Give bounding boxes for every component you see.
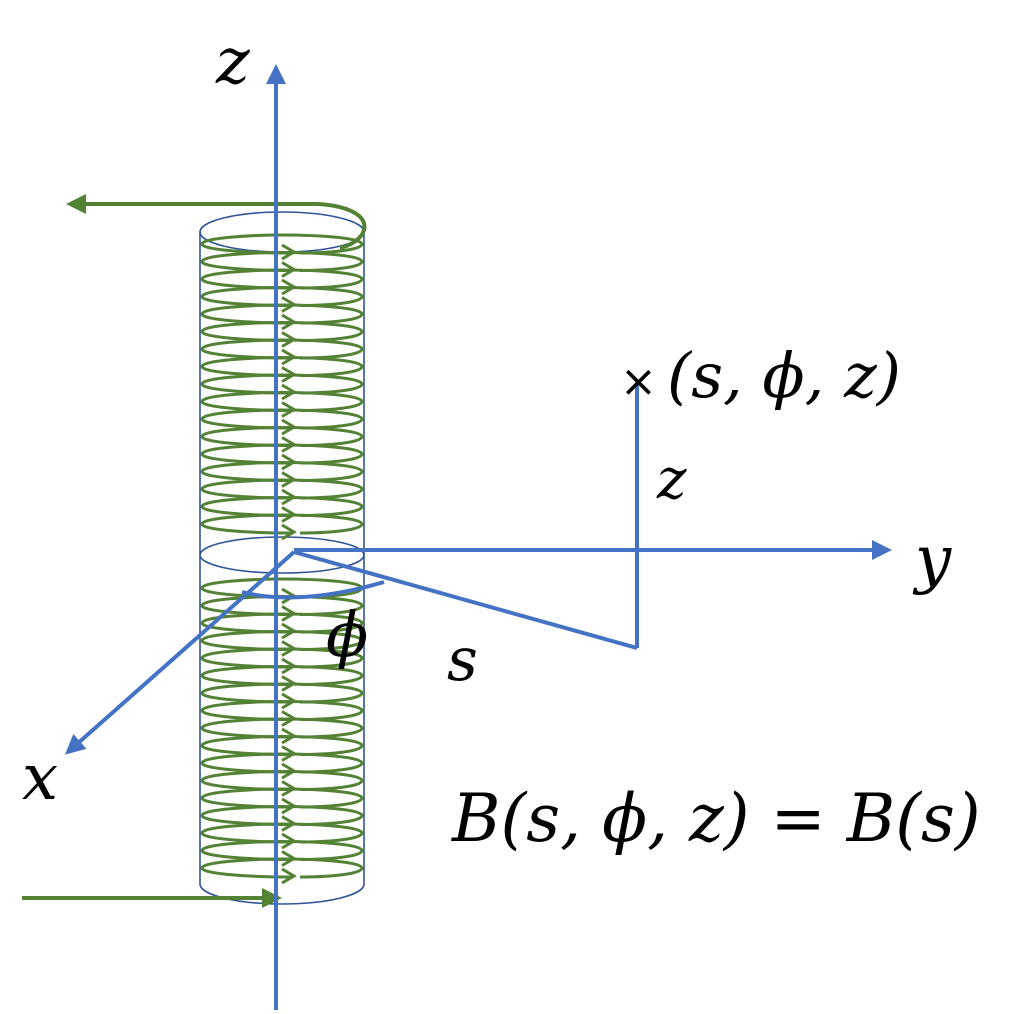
point-coordinates-label: (s, ϕ, z): [667, 339, 901, 412]
coil-turn: [200, 513, 364, 535]
coil-turn: [200, 408, 364, 430]
coil-turn: [200, 425, 364, 447]
coil-turn: [200, 495, 364, 517]
z-axis-label: z: [216, 25, 250, 99]
coil-turn: [200, 390, 364, 412]
coil-turn: [200, 839, 364, 861]
coil-turn: [200, 804, 364, 826]
s-distance-label: s: [447, 625, 478, 695]
coil-turn-arrow: [281, 867, 297, 885]
coil-turn: [200, 268, 364, 290]
coil-turn: [200, 664, 364, 686]
coil-turn: [200, 460, 364, 482]
coil-turn: [200, 373, 364, 395]
coil-turn: [200, 752, 364, 774]
y-axis-label: y: [915, 523, 952, 597]
coil-turn: [200, 285, 364, 307]
axes: [65, 64, 892, 1010]
phi-angle-arc: [241, 580, 385, 600]
coil-turn: [200, 320, 364, 342]
coil-turn-arrow: [281, 523, 297, 541]
coil-turn: [200, 478, 364, 500]
coil-turn: [200, 338, 364, 360]
x-axis-label: x: [22, 741, 59, 815]
coil-turn: [200, 443, 364, 465]
coil-top-loop: [317, 202, 367, 250]
cylinder-middle-ellipse: [199, 536, 365, 574]
coil-windings: [200, 233, 364, 885]
s-projection-line: [293, 550, 638, 650]
coil-turn: [200, 787, 364, 809]
coil-turn: [200, 857, 364, 879]
z-distance-label: z: [657, 447, 687, 512]
cylinder-bottom-arc: [199, 883, 365, 905]
point-marker-icon: ×: [620, 356, 657, 407]
phi-angle-label: ϕ: [326, 598, 369, 671]
coil-turn: [200, 629, 364, 651]
coil-turn: [200, 577, 364, 599]
coil-turn: [200, 233, 364, 255]
coil-turn: [200, 769, 364, 791]
coil-turn: [200, 355, 364, 377]
field-equation: B(s, ϕ, z) = B(s): [452, 780, 981, 857]
coil-turn: [200, 303, 364, 325]
coil-turn: [200, 822, 364, 844]
coil-turn: [200, 717, 364, 739]
coil-turn: [200, 682, 364, 704]
coil-turn: [200, 250, 364, 272]
coil-turn: [200, 647, 364, 669]
coil-turn: [200, 734, 364, 756]
x-axis: [65, 550, 296, 755]
coil-turn: [200, 699, 364, 721]
coil-turn: [200, 612, 364, 634]
